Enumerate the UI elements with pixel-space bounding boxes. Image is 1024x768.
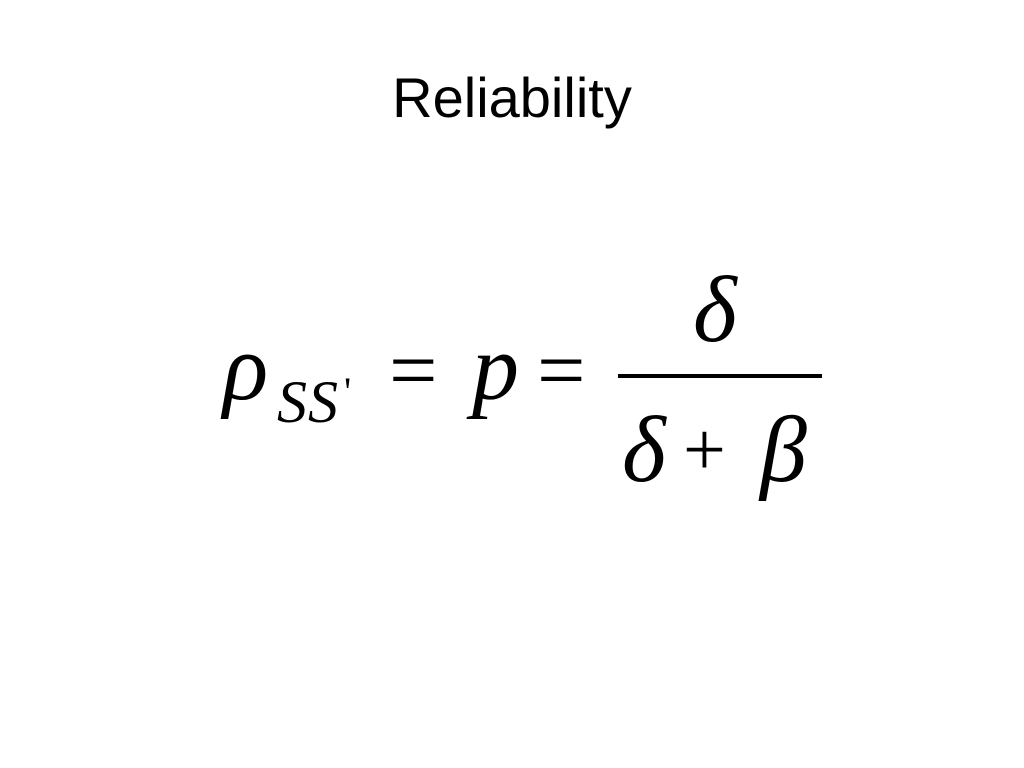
plus-sign: + [683,408,726,492]
rho-subscript: SS [277,369,339,435]
rho-symbol: ρ [223,316,269,420]
fraction-bar [618,374,822,378]
equals-sign-2: = [537,322,586,418]
denominator-beta: β [760,398,807,502]
subscript-prime: ' [344,369,352,414]
denominator-delta: δ [622,398,666,502]
slide-title: Reliability [392,66,632,129]
equals-sign-1: = [389,322,438,418]
fraction-numerator-delta: δ [693,258,737,362]
p-symbol: p [472,316,519,420]
